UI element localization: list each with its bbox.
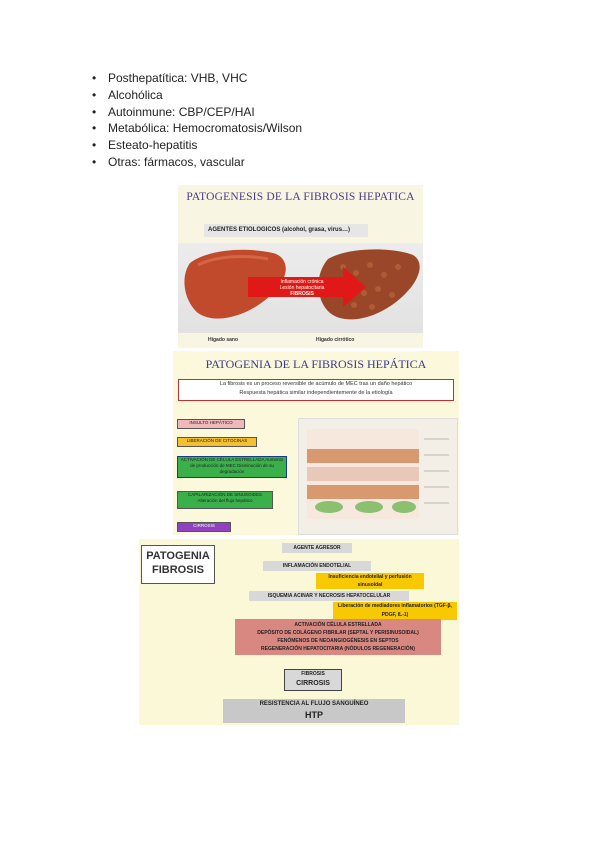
activacion-box: ACTIVACIÓN CÉLULA ESTRELLADA DEPÓSITO DE… bbox=[235, 619, 441, 655]
activacion-line: DEPÓSITO DE COLÁGENO FIBRILAR (SEPTAL Y … bbox=[235, 629, 441, 637]
caption-healthy: Hígado sano bbox=[208, 337, 238, 343]
flow-step: CAPILARIZACIÓN DE SINUSOIDES Alteración … bbox=[177, 491, 273, 509]
etiology-list: Posthepatítica: VHB, VHC Alcohólica Auto… bbox=[92, 70, 302, 171]
definition-line: Respuesta hepática similar independiente… bbox=[179, 389, 453, 398]
side-box: Liberación de mediadores inflamatorios (… bbox=[333, 602, 457, 620]
definition-line: La fibrosis es un proceso reversible de … bbox=[179, 380, 453, 389]
agente-box: AGENTE AGRESOR bbox=[282, 543, 352, 553]
sinusoid-illustration bbox=[299, 419, 457, 534]
flow-step: INSULTO HEPÁTICO bbox=[177, 419, 245, 429]
panel3-title: PATOGENIA FIBROSIS bbox=[141, 545, 215, 584]
list-item: Esteato-hepatitis bbox=[92, 137, 302, 154]
list-item: Metabólica: Hemocromatosis/Wilson bbox=[92, 120, 302, 137]
activacion-line: ACTIVACIÓN CÉLULA ESTRELLADA bbox=[235, 621, 441, 629]
flow-step: LIBERACIÓN DE CITOCINAS bbox=[177, 437, 257, 447]
caption-cirrhotic: Hígado cirrótico bbox=[316, 337, 354, 343]
panel-patogenia: PATOGENIA DE LA FIBROSIS HEPÁTICA La fib… bbox=[173, 351, 459, 535]
panel-patogenesis: PATOGENESIS DE LA FIBROSIS HEPATICA AGEN… bbox=[178, 185, 423, 348]
title-line: PATOGENIA bbox=[142, 549, 214, 563]
cirrosis-label: CIRROSIS bbox=[285, 679, 341, 688]
flow-step: CIRROSIS bbox=[177, 522, 231, 532]
panel2-title: PATOGENIA DE LA FIBROSIS HEPÁTICA bbox=[173, 357, 459, 372]
isquemia-box: ISQUEMIA ACINAR Y NECROSIS HEPATOCELULAR bbox=[249, 591, 409, 601]
list-item: Otras: fármacos, vascular bbox=[92, 154, 302, 171]
liver-photo: Inflamación crónica Lesión hepatocitaria… bbox=[178, 243, 423, 333]
activacion-line: FENÓMENOS DE NEOANGIOGÉNESIS EN SEPTOS bbox=[235, 637, 441, 645]
list-item: Autoinmune: CBP/CEP/HAI bbox=[92, 104, 302, 121]
list-item: Alcohólica bbox=[92, 87, 302, 104]
htp-label: HTP bbox=[223, 710, 405, 721]
panel1-title: PATOGENESIS DE LA FIBROSIS HEPATICA bbox=[178, 191, 423, 203]
definition-box: La fibrosis es un proceso reversible de … bbox=[178, 379, 454, 401]
sinusoid-diagram bbox=[298, 418, 458, 535]
fibrosis-label: FIBROSIS bbox=[285, 670, 341, 679]
side-box: Insuficiencia endotelial y perfusión sin… bbox=[316, 573, 424, 589]
panel-patogenia-fibrosis: PATOGENIA FIBROSIS AGENTE AGRESOR INFLAM… bbox=[139, 539, 459, 725]
flow-step: ACTIVACIÓN DE CÉLULA ESTRELLADA Aumento … bbox=[177, 456, 287, 478]
fibrosis-box: FIBROSIS CIRROSIS bbox=[284, 669, 342, 691]
inflamacion-box: INFLAMACIÓN ENDOTELIAL bbox=[263, 561, 371, 571]
arrow-line: FIBROSIS bbox=[262, 291, 342, 297]
list-item: Posthepatítica: VHB, VHC bbox=[92, 70, 302, 87]
title-line: FIBROSIS bbox=[142, 563, 214, 577]
agents-bar: AGENTES ETIOLOGICOS (alcohol, grasa, vir… bbox=[204, 224, 368, 237]
resistencia-label: RESISTENCIA AL FLUJO SANGUÍNEO bbox=[223, 699, 405, 710]
activacion-line: REGENERACIÓN HEPATOCITARIA (NÓDULOS REGE… bbox=[235, 645, 441, 653]
resistencia-box: RESISTENCIA AL FLUJO SANGUÍNEO HTP bbox=[223, 699, 405, 723]
